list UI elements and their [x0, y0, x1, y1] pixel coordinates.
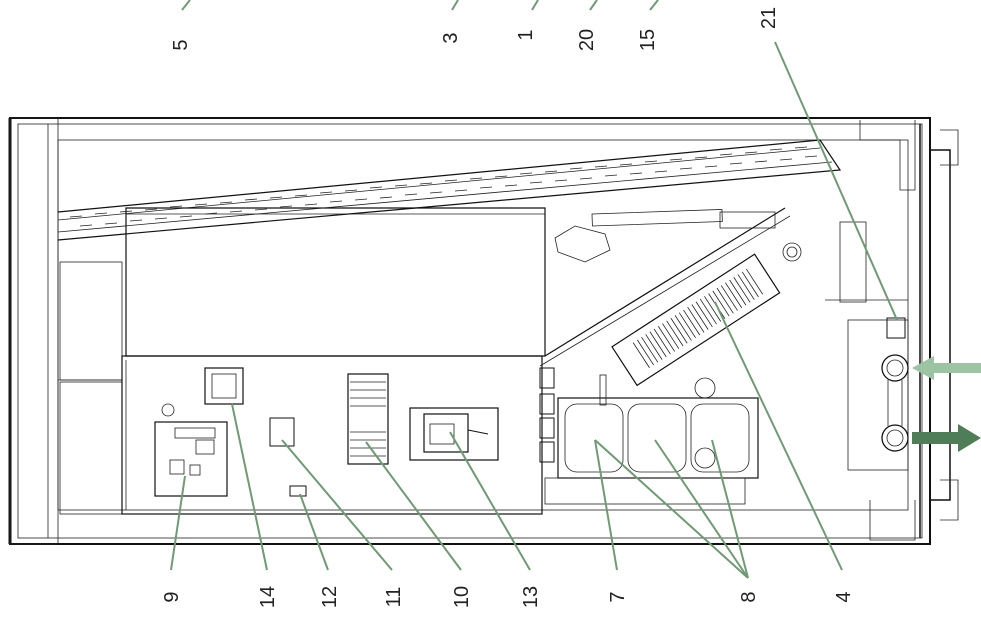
electrical-components: [154, 367, 499, 497]
callout-labels-bottom: 9 14 12 11 10 13 7 8 4: [161, 586, 855, 608]
callout-9: 9: [161, 591, 183, 602]
callout-14: 14: [257, 586, 279, 608]
callout-15: 15: [637, 29, 659, 51]
plate-heat-exchanger: [611, 253, 781, 387]
callout-12: 12: [319, 586, 341, 608]
callout-10: 10: [451, 586, 473, 608]
cabinet-frame: [8, 117, 959, 545]
callout-21: 21: [758, 7, 780, 29]
cable-tray: [57, 139, 842, 241]
callout-3: 3: [440, 32, 462, 43]
callout-13: 13: [520, 586, 542, 608]
arrow-left-icon: [912, 356, 981, 380]
water-connections: [881, 317, 909, 452]
inner-panels: [57, 139, 909, 515]
callout-8: 8: [738, 591, 760, 602]
callout-labels-top: 5 3 1 20 15 21: [170, 7, 780, 51]
leader-lines: [170, 0, 898, 579]
arrow-right-icon: [912, 424, 981, 452]
cable-glands: [539, 367, 555, 463]
callout-7: 7: [607, 591, 629, 602]
callout-11: 11: [383, 587, 405, 608]
upper-fittings: [554, 209, 867, 303]
callout-4: 4: [833, 591, 855, 602]
callout-1: 1: [515, 29, 537, 40]
callout-20: 20: [576, 29, 598, 51]
callout-5: 5: [170, 39, 192, 50]
pump-modules: [544, 374, 759, 505]
